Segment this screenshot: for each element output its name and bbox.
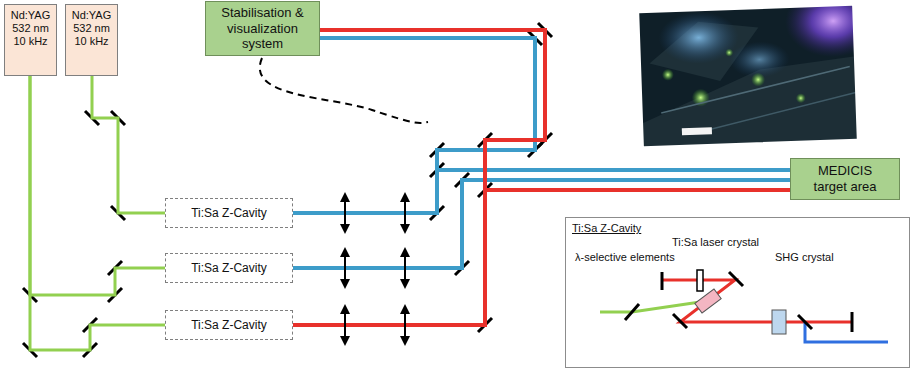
pump-beam [600, 301, 707, 312]
dichroic-mirror [798, 315, 812, 329]
laser-beam [293, 180, 790, 268]
cavity-beam [662, 280, 852, 322]
translation-stages [345, 197, 405, 341]
cavity-box: Ti:Sa Z-Cavity [165, 253, 293, 283]
translation-arrow [404, 309, 406, 341]
laser-box: Nd:YAG 532 nm 10 kHz [4, 4, 57, 76]
translation-arrow [344, 252, 346, 284]
pump-beam [30, 76, 165, 350]
wavelength-selector [697, 270, 703, 291]
translation-arrow [404, 197, 406, 229]
pump-beam [30, 76, 165, 295]
uv-output-beam [805, 322, 888, 342]
node-text: Ti:Sa Z-Cavity [191, 206, 267, 220]
node-text: MEDICIS target area [809, 163, 881, 194]
beam-group [30, 30, 790, 350]
translation-arrow [404, 252, 406, 284]
photo-green-spot [662, 69, 674, 81]
photo-green-spot [725, 49, 733, 57]
mirror [729, 272, 743, 286]
node-text: Ti:Sa Z-Cavity [191, 261, 267, 275]
photo-frame [638, 4, 859, 147]
cavity-box: Ti:Sa Z-Cavity [165, 310, 293, 340]
photo-highlight [682, 127, 712, 135]
mirror [673, 314, 687, 328]
photo-rail [660, 66, 851, 113]
end-mirror [661, 272, 664, 290]
inset-ground [565, 217, 910, 368]
photo-glow [784, 4, 858, 58]
cavity-sketch [600, 270, 888, 342]
lab-photo [637, 0, 885, 148]
node-text: Stabilisation & visualization system [214, 5, 311, 52]
end-mirror [851, 312, 854, 332]
system-box: Stabilisation & visualization system [205, 1, 320, 56]
photo-green-spot [796, 93, 806, 103]
feedback-line [260, 58, 428, 123]
photo-glow [658, 10, 740, 65]
node-text: Nd:YAG 532 nm 10 kHz [8, 9, 53, 49]
part-label: Ti:Sa laser crystal [672, 236, 759, 249]
node-text: Ti:Sa Z-Cavity [191, 318, 267, 332]
cavity-box: Ti:Sa Z-Cavity [165, 198, 293, 228]
translation-arrow [344, 309, 346, 341]
panel-heading: Ti:Sa Z-Cavity [572, 222, 641, 235]
part-label: λ-selective elements [575, 251, 675, 264]
translation-arrow [344, 197, 346, 229]
part-label: SHG crystal [775, 251, 834, 264]
shg-crystal [772, 310, 786, 334]
photo-green-spot [751, 72, 765, 86]
mirror [625, 304, 639, 320]
photo-rail [691, 92, 858, 134]
tisa-crystal [695, 289, 721, 313]
pump-beam [92, 76, 165, 213]
laser-beam [293, 190, 790, 325]
laser-beam [293, 30, 545, 325]
laser-beam [293, 38, 535, 213]
laser-box: Nd:YAG 532 nm 10 kHz [65, 4, 118, 76]
target-box: MEDICIS target area [790, 158, 900, 200]
node-text: Nd:YAG 532 nm 10 kHz [69, 9, 114, 49]
